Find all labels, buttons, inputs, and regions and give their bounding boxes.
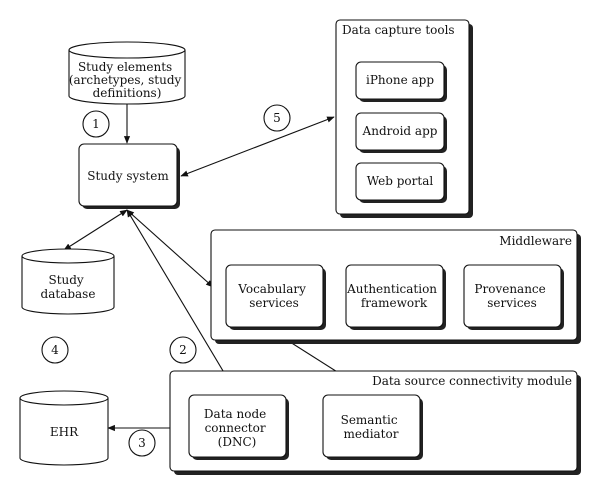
data-node-connector-label: Data node connector (DNC) bbox=[204, 407, 270, 449]
step-marker-3: 3 bbox=[128, 429, 156, 457]
step-markers: 1 2 3 4 5 bbox=[41, 104, 291, 457]
data-node-connector-box: Data node connector (DNC) bbox=[188, 394, 289, 460]
study-elements-line-2: (archetypes, study bbox=[69, 73, 182, 87]
middleware-group: Middleware Vocabulary services Authentic… bbox=[210, 229, 581, 344]
android-app-label: Android app bbox=[362, 124, 438, 138]
ehr-store: EHR bbox=[19, 390, 109, 466]
semantic-mediator-line-2: mediator bbox=[344, 427, 399, 441]
arrow-study-system-to-dnc bbox=[126, 209, 239, 397]
data-capture-tools-group: Data capture tools iPhone app Android ap… bbox=[335, 19, 473, 218]
step-marker-1-label: 1 bbox=[92, 117, 100, 131]
vocabulary-services-label: Vocabulary services bbox=[237, 282, 309, 310]
authentication-framework-box: Authentication framework bbox=[345, 264, 446, 330]
semantic-mediator-line-1: Semantic bbox=[341, 413, 398, 427]
step-marker-5-label: 5 bbox=[273, 111, 281, 125]
android-app-box: Android app bbox=[355, 112, 447, 153]
web-portal-label: Web portal bbox=[367, 174, 434, 188]
study-database-line-2: database bbox=[41, 287, 96, 301]
step-marker-1: 1 bbox=[82, 110, 110, 138]
study-database-store: Study database bbox=[21, 248, 115, 315]
arrow-study-system-to-middleware bbox=[126, 209, 214, 288]
vocabulary-services-line-2: services bbox=[249, 296, 299, 310]
ehr-label: EHR bbox=[50, 425, 79, 439]
authentication-framework-line-1: Authentication bbox=[346, 282, 437, 296]
arrow-study-system-to-capture-tools bbox=[180, 116, 335, 177]
provenance-services-label: Provenance services bbox=[474, 282, 549, 310]
study-elements-store: Study elements (archetypes, study defini… bbox=[68, 41, 186, 105]
study-elements-line-1: Study elements bbox=[78, 60, 172, 74]
iphone-app-label: iPhone app bbox=[366, 73, 434, 87]
step-marker-2-label: 2 bbox=[179, 343, 187, 357]
provenance-services-box: Provenance services bbox=[463, 264, 564, 330]
provenance-services-line-2: services bbox=[487, 296, 537, 310]
arrow-study-system-to-study-database bbox=[63, 209, 128, 251]
step-marker-4-label: 4 bbox=[51, 343, 59, 357]
dnc-line-3: (DNC) bbox=[218, 435, 257, 449]
study-database-line-1: Study bbox=[48, 273, 83, 287]
study-system-label: Study system bbox=[87, 169, 169, 183]
authentication-framework-line-2: framework bbox=[361, 296, 428, 310]
study-system-box: Study system bbox=[78, 143, 180, 209]
dnc-line-2: connector bbox=[205, 421, 266, 435]
provenance-services-line-1: Provenance bbox=[474, 282, 545, 296]
dnc-line-1: Data node bbox=[204, 407, 266, 421]
step-marker-2: 2 bbox=[169, 336, 197, 364]
study-elements-label: Study elements (archetypes, study defini… bbox=[69, 60, 185, 100]
iphone-app-box: iPhone app bbox=[355, 61, 447, 102]
semantic-mediator-box: Semantic mediator bbox=[322, 394, 423, 460]
semantic-mediator-label: Semantic mediator bbox=[341, 413, 402, 441]
step-marker-5: 5 bbox=[263, 104, 291, 132]
step-marker-3-label: 3 bbox=[138, 436, 146, 450]
vocabulary-services-line-1: Vocabulary bbox=[237, 282, 306, 296]
study-database-label: Study database bbox=[41, 273, 96, 301]
dsc-module-title: Data source connectivity module bbox=[372, 374, 572, 388]
data-source-connectivity-module: Data source connectivity module Data nod… bbox=[169, 370, 581, 475]
web-portal-box: Web portal bbox=[355, 162, 447, 203]
study-elements-line-3: definitions) bbox=[93, 86, 162, 100]
data-capture-tools-title: Data capture tools bbox=[342, 23, 455, 37]
step-marker-4: 4 bbox=[41, 336, 69, 364]
authentication-framework-label: Authentication framework bbox=[346, 282, 441, 310]
vocabulary-services-box: Vocabulary services bbox=[225, 264, 326, 330]
middleware-title: Middleware bbox=[499, 234, 572, 248]
